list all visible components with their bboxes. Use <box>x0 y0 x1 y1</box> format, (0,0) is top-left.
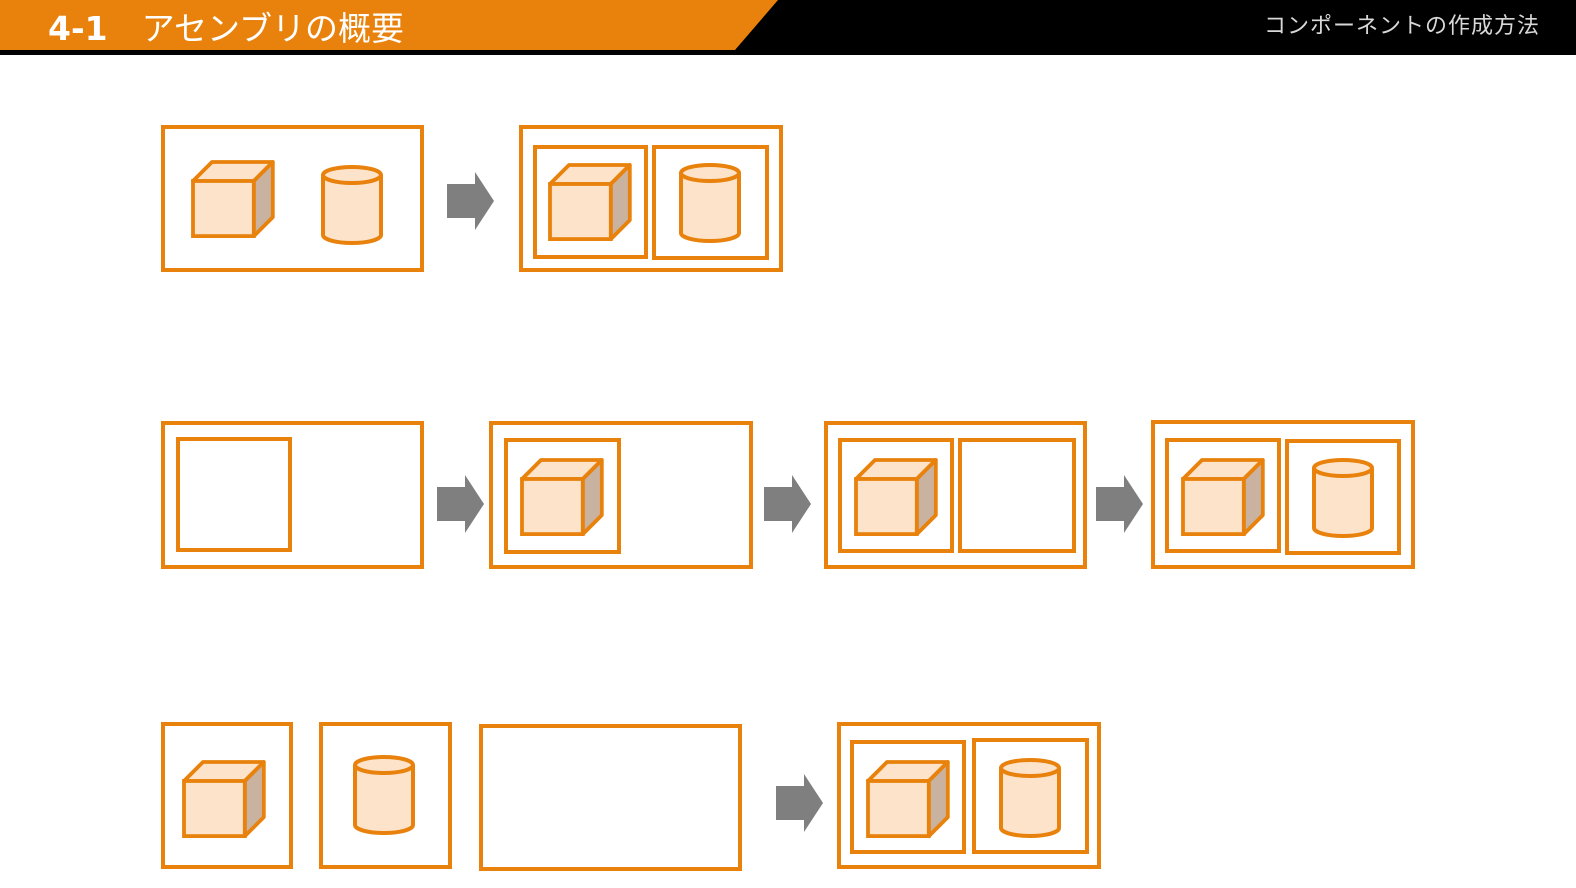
cylinder-part-icon <box>1312 458 1374 538</box>
component-slot <box>1165 438 1281 553</box>
cube-part-icon <box>866 760 950 838</box>
component-slot <box>652 145 769 260</box>
title-text: アセンブリの概要 <box>141 9 404 48</box>
cube-part-icon <box>520 458 604 536</box>
arrow-right-icon <box>1096 475 1143 533</box>
assembly-box <box>824 421 1087 569</box>
page-title: 4-1 アセンブリの概要 <box>48 2 404 50</box>
assembly-box <box>479 724 742 871</box>
assembly-box <box>1151 420 1415 569</box>
component-slot <box>1285 439 1401 555</box>
part-box <box>161 722 293 869</box>
cube-part-icon <box>1181 458 1265 536</box>
component-slot <box>850 740 966 854</box>
component-slot <box>958 438 1076 553</box>
arrow-right-icon <box>447 172 494 230</box>
arrow-right-icon <box>764 475 811 533</box>
arrow-right-icon <box>776 774 823 832</box>
header-orange-banner <box>0 0 778 50</box>
assembly-box <box>519 125 783 272</box>
component-slot <box>838 438 954 553</box>
cube-part-icon <box>182 760 266 838</box>
cylinder-part-icon <box>353 755 415 835</box>
cylinder-part-icon <box>321 165 383 245</box>
assembly-box <box>161 421 424 569</box>
assembly-box <box>489 421 753 569</box>
cube-part-icon <box>854 458 938 536</box>
assembly-box <box>837 722 1101 869</box>
component-slot <box>533 145 648 259</box>
cylinder-part-icon <box>679 163 741 243</box>
section-number: 4-1 <box>48 9 108 48</box>
part-box <box>319 722 452 869</box>
assembly-box <box>161 125 424 272</box>
cube-part-icon <box>191 160 275 239</box>
chapter-subtitle: コンポーネントの作成方法 <box>1263 14 1540 39</box>
component-slot <box>972 738 1089 854</box>
arrow-right-icon <box>437 475 484 533</box>
cylinder-part-icon <box>999 758 1061 838</box>
component-slot <box>176 437 292 552</box>
cube-part-icon <box>548 163 632 242</box>
component-slot <box>504 438 621 554</box>
header-bar: 4-1 アセンブリの概要 コンポーネントの作成方法 <box>0 0 1576 55</box>
